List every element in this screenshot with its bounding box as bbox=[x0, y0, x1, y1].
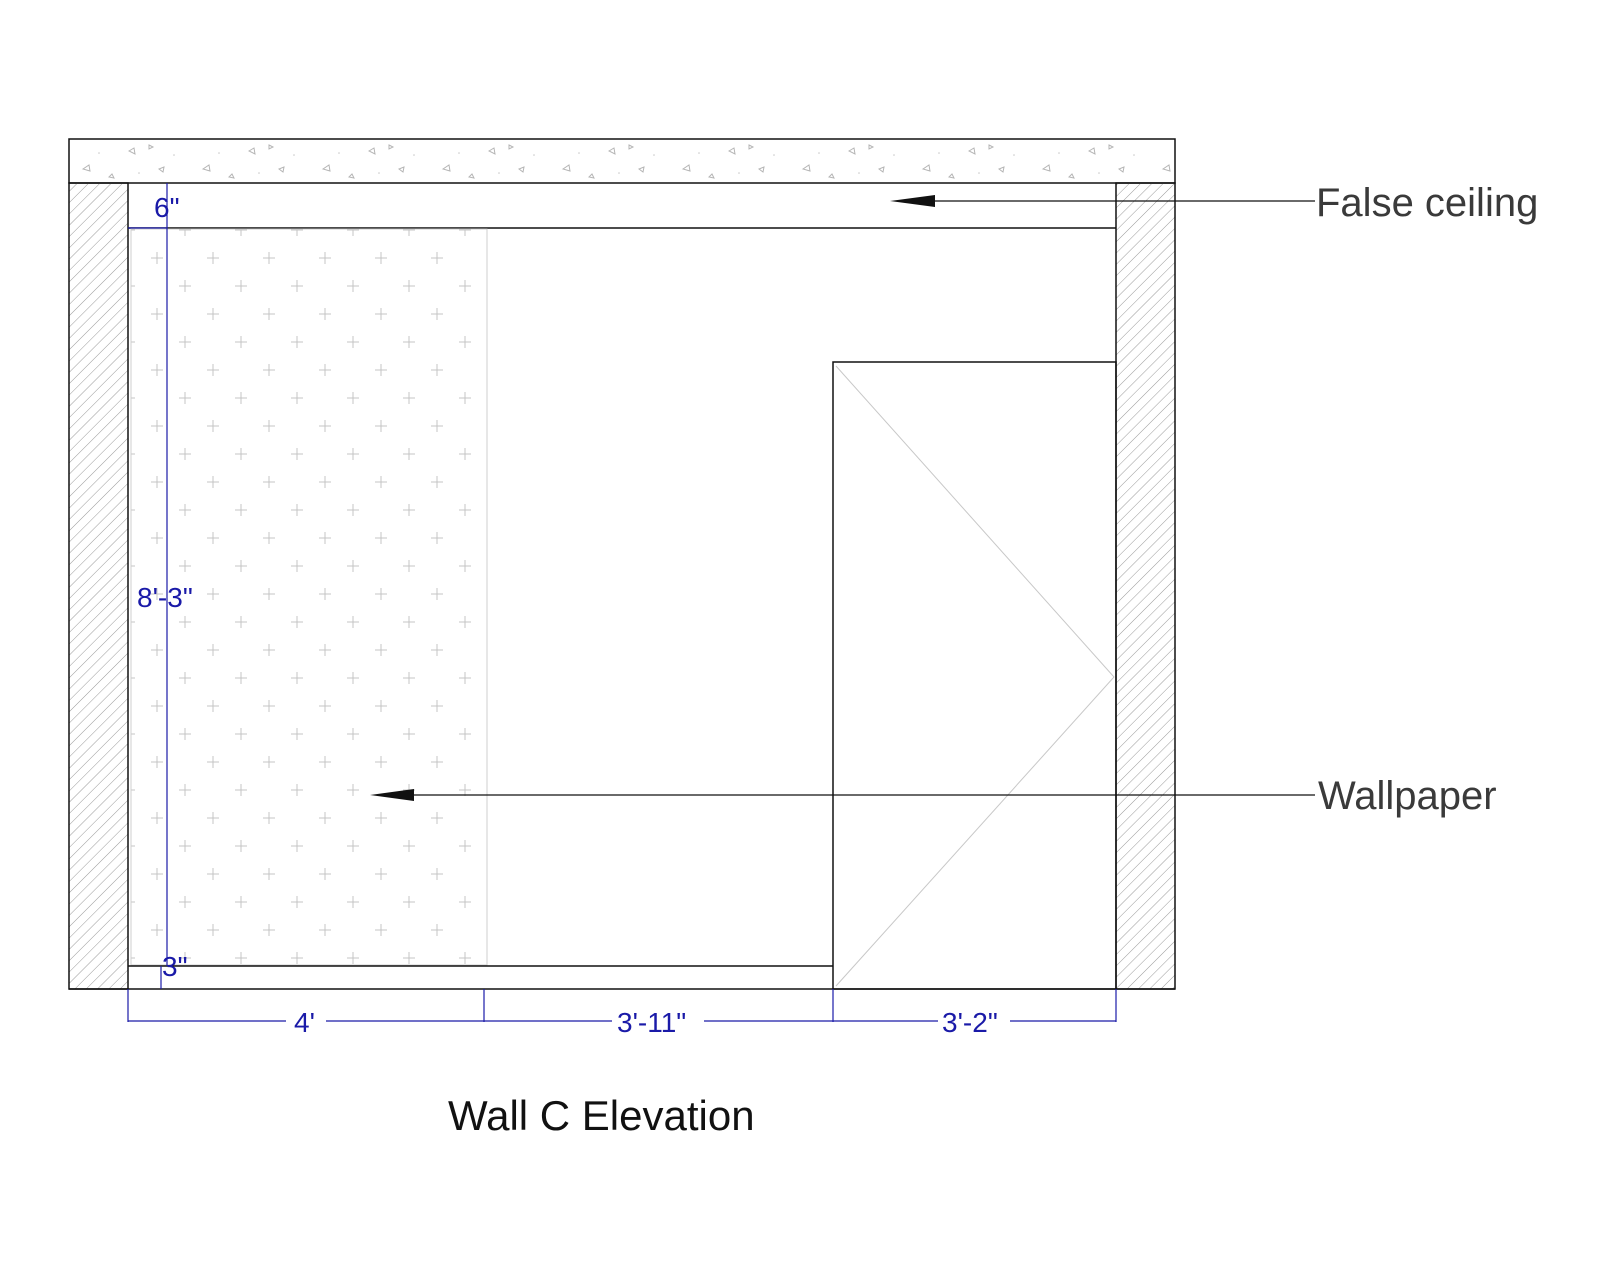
label-wallpaper: Wallpaper bbox=[1318, 774, 1497, 818]
door-swing-lines bbox=[835, 365, 1115, 987]
left-wall-hatch bbox=[68, 182, 129, 990]
door bbox=[832, 361, 1117, 990]
right-wall-hatch bbox=[1115, 182, 1176, 990]
ceiling-slab bbox=[68, 138, 1176, 184]
false-ceiling-arrow-icon bbox=[890, 195, 935, 207]
dim-skirting-height: 3" bbox=[162, 951, 188, 982]
dim-segment-1: 4' bbox=[294, 1007, 315, 1038]
drawing-title: Wall C Elevation bbox=[448, 1092, 755, 1139]
wallpaper-arrow-icon bbox=[370, 789, 414, 801]
dim-segment-3: 3'-2" bbox=[942, 1007, 998, 1038]
dim-segment-2: 3'-11" bbox=[617, 1007, 686, 1038]
label-false-ceiling: False ceiling bbox=[1316, 181, 1538, 225]
wallpaper-area bbox=[130, 228, 488, 966]
dim-wall-height: 8'-3" bbox=[137, 582, 193, 613]
dim-false-ceiling-depth: 6" bbox=[154, 192, 180, 223]
